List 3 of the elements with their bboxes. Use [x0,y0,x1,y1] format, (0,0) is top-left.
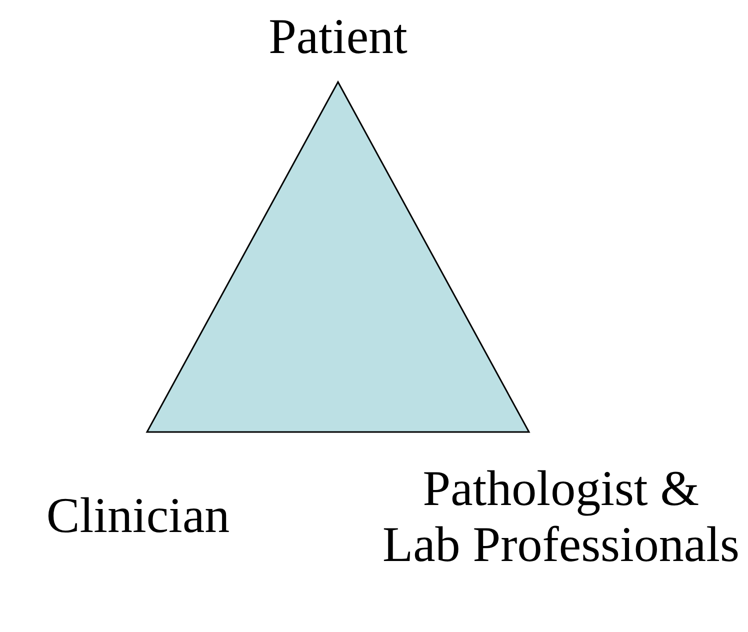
corner-label: Pathologist & Lab Professionals [382,460,740,572]
corner-label: Clinician [45,487,231,543]
corner-label: Patient [268,8,408,64]
